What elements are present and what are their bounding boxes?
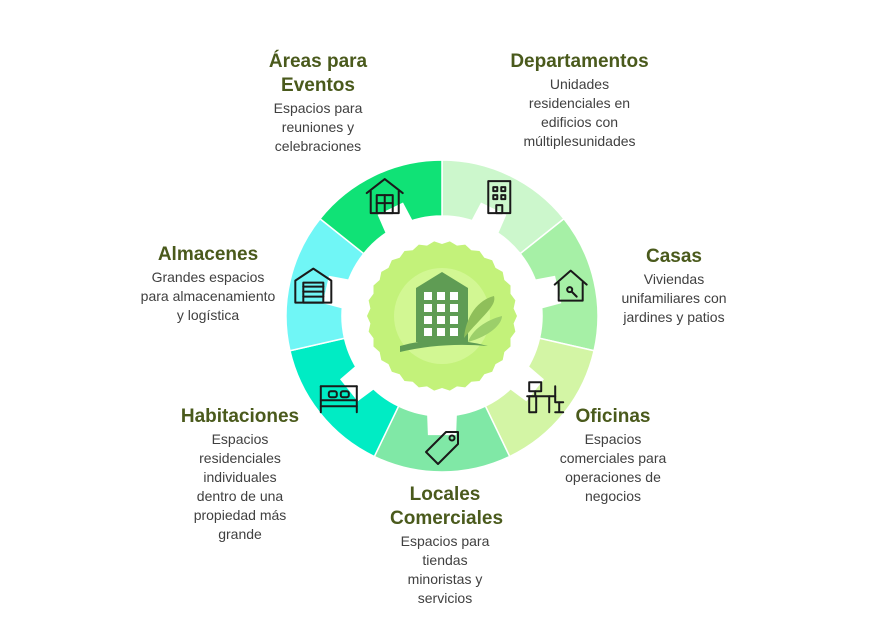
center-hub bbox=[367, 241, 517, 391]
label-departamentos: Departamentos Unidades residenciales en … bbox=[497, 50, 662, 151]
leaf-icon bbox=[468, 316, 502, 342]
desc-almacenes: Grandes espacios para almacenamiento y l… bbox=[140, 269, 276, 323]
gear-tooth bbox=[340, 363, 378, 402]
desc-departamentos: Unidades residenciales en edificios con … bbox=[523, 76, 636, 149]
title-habitaciones: Habitaciones bbox=[180, 406, 300, 427]
gear-tooth bbox=[506, 363, 544, 402]
title-casas: Casas bbox=[646, 246, 702, 267]
warehouse-icon bbox=[294, 267, 333, 304]
label-habitaciones: Habitaciones Espacios residenciales indi… bbox=[170, 405, 310, 544]
desc-oficinas: Espacios comerciales para operaciones de… bbox=[559, 431, 667, 504]
title-departamentos: Departamentos bbox=[510, 51, 649, 72]
label-oficinas: Oficinas Espacios comerciales para opera… bbox=[548, 405, 678, 506]
label-casas: Casas Viviendas unifamiliares con jardin… bbox=[604, 245, 744, 327]
label-almacenes: Almacenes Grandes espacios para almacena… bbox=[133, 243, 283, 325]
office-desk-icon bbox=[526, 381, 565, 414]
desc-areas-eventos: Espacios para reuniones y celebraciones bbox=[273, 100, 363, 154]
label-locales-comerciales: Locales Comerciales Espacios para tienda… bbox=[372, 483, 518, 608]
swoosh-icon bbox=[400, 340, 488, 352]
desc-casas: Viviendas unifamiliares con jardines y p… bbox=[621, 271, 727, 325]
label-areas-eventos: Áreas para Eventos Espacios para reunion… bbox=[248, 50, 388, 156]
event-hall-icon bbox=[365, 178, 404, 215]
segment-eventos bbox=[318, 159, 443, 255]
house-icon bbox=[553, 269, 588, 302]
gear-tooth bbox=[426, 410, 458, 436]
price-tag-icon bbox=[425, 431, 459, 465]
office-building-icon bbox=[487, 180, 512, 215]
leaf-icon bbox=[464, 296, 495, 338]
title-locales-comerciales: Locales Comerciales bbox=[390, 484, 504, 529]
bed-icon bbox=[319, 385, 358, 414]
desc-locales-comerciales: Espacios para tiendas minoristas y servi… bbox=[400, 533, 490, 606]
title-oficinas: Oficinas bbox=[575, 406, 651, 427]
title-areas-eventos: Áreas para Eventos bbox=[268, 51, 368, 96]
desc-habitaciones: Espacios residenciales individuales dent… bbox=[193, 431, 287, 542]
title-almacenes: Almacenes bbox=[157, 244, 259, 265]
